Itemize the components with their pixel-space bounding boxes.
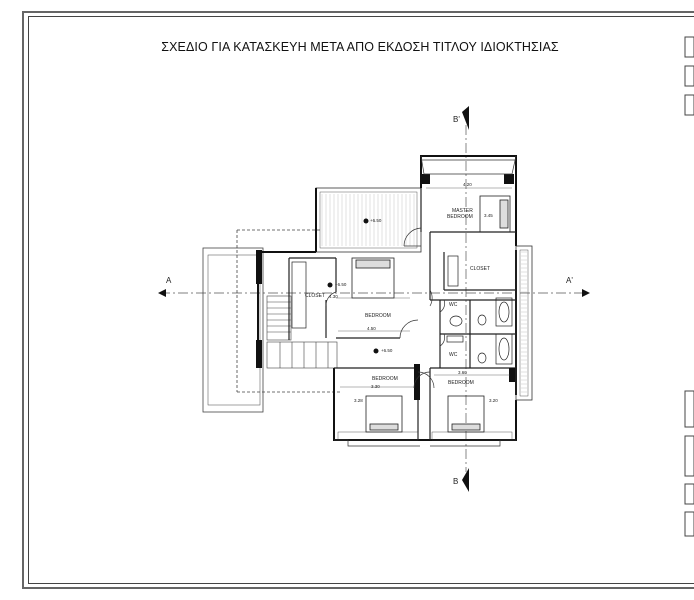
dim-345: 3.45 xyxy=(484,213,493,218)
dimension-lines xyxy=(336,187,512,388)
title-block xyxy=(684,36,694,537)
interior-walls xyxy=(288,188,516,440)
section-b-top: B' xyxy=(453,115,460,124)
dim-320: 3.20 xyxy=(489,398,498,403)
room-master-2: BEDROOM xyxy=(447,214,473,220)
section-arrows xyxy=(158,106,590,492)
room-master-1: MASTER xyxy=(452,208,473,214)
level-markers xyxy=(327,218,379,354)
room-bedroom-center: BEDROOM xyxy=(365,313,391,319)
fixtures xyxy=(291,255,513,365)
doors xyxy=(325,227,445,389)
dim-430: 4.30 xyxy=(329,294,338,299)
section-b-bottom: B xyxy=(453,477,458,486)
dim-330: 3.30 xyxy=(371,384,380,389)
level-hall: +6.50 xyxy=(381,348,393,353)
balcony-right xyxy=(515,245,533,401)
drawing-frame-outer xyxy=(22,11,694,589)
stairs xyxy=(266,295,338,369)
room-wc-upper: WC xyxy=(449,302,458,308)
section-a-right: A' xyxy=(566,276,573,285)
room-wc-lower: WC xyxy=(449,352,458,358)
canopy-top xyxy=(420,155,517,175)
terrace-left xyxy=(202,229,340,413)
drawing-title: ΣΧΕΔΙΟ ΓΙΑ ΚΑΤΑΣΚΕΥΗ ΜΕΤΑ ΑΠΟ ΕΚΔΟΣΗ ΤΙΤ… xyxy=(161,40,559,54)
beds xyxy=(351,195,511,433)
level-balcony: +6.50 xyxy=(370,218,382,223)
room-closet-left: CLOSET xyxy=(305,293,325,299)
room-closet-right: CLOSET xyxy=(470,266,490,272)
dim-420: 4.20 xyxy=(463,182,472,187)
balcony-hatching xyxy=(321,194,527,393)
dim-450: 4.50 xyxy=(367,326,376,331)
room-bedroom-br: BEDROOM xyxy=(448,380,474,386)
level-bedroom: +6.50 xyxy=(335,282,347,287)
dim-360: 3.60 xyxy=(458,370,467,375)
section-a-left: A xyxy=(166,276,172,285)
balcony-top xyxy=(315,187,422,253)
section-lines xyxy=(160,125,588,472)
dim-328: 3.28 xyxy=(354,398,363,403)
room-bedroom-bl: BEDROOM xyxy=(372,376,398,382)
drawing-frame-inner xyxy=(28,16,694,584)
wall-blocks xyxy=(256,174,516,400)
